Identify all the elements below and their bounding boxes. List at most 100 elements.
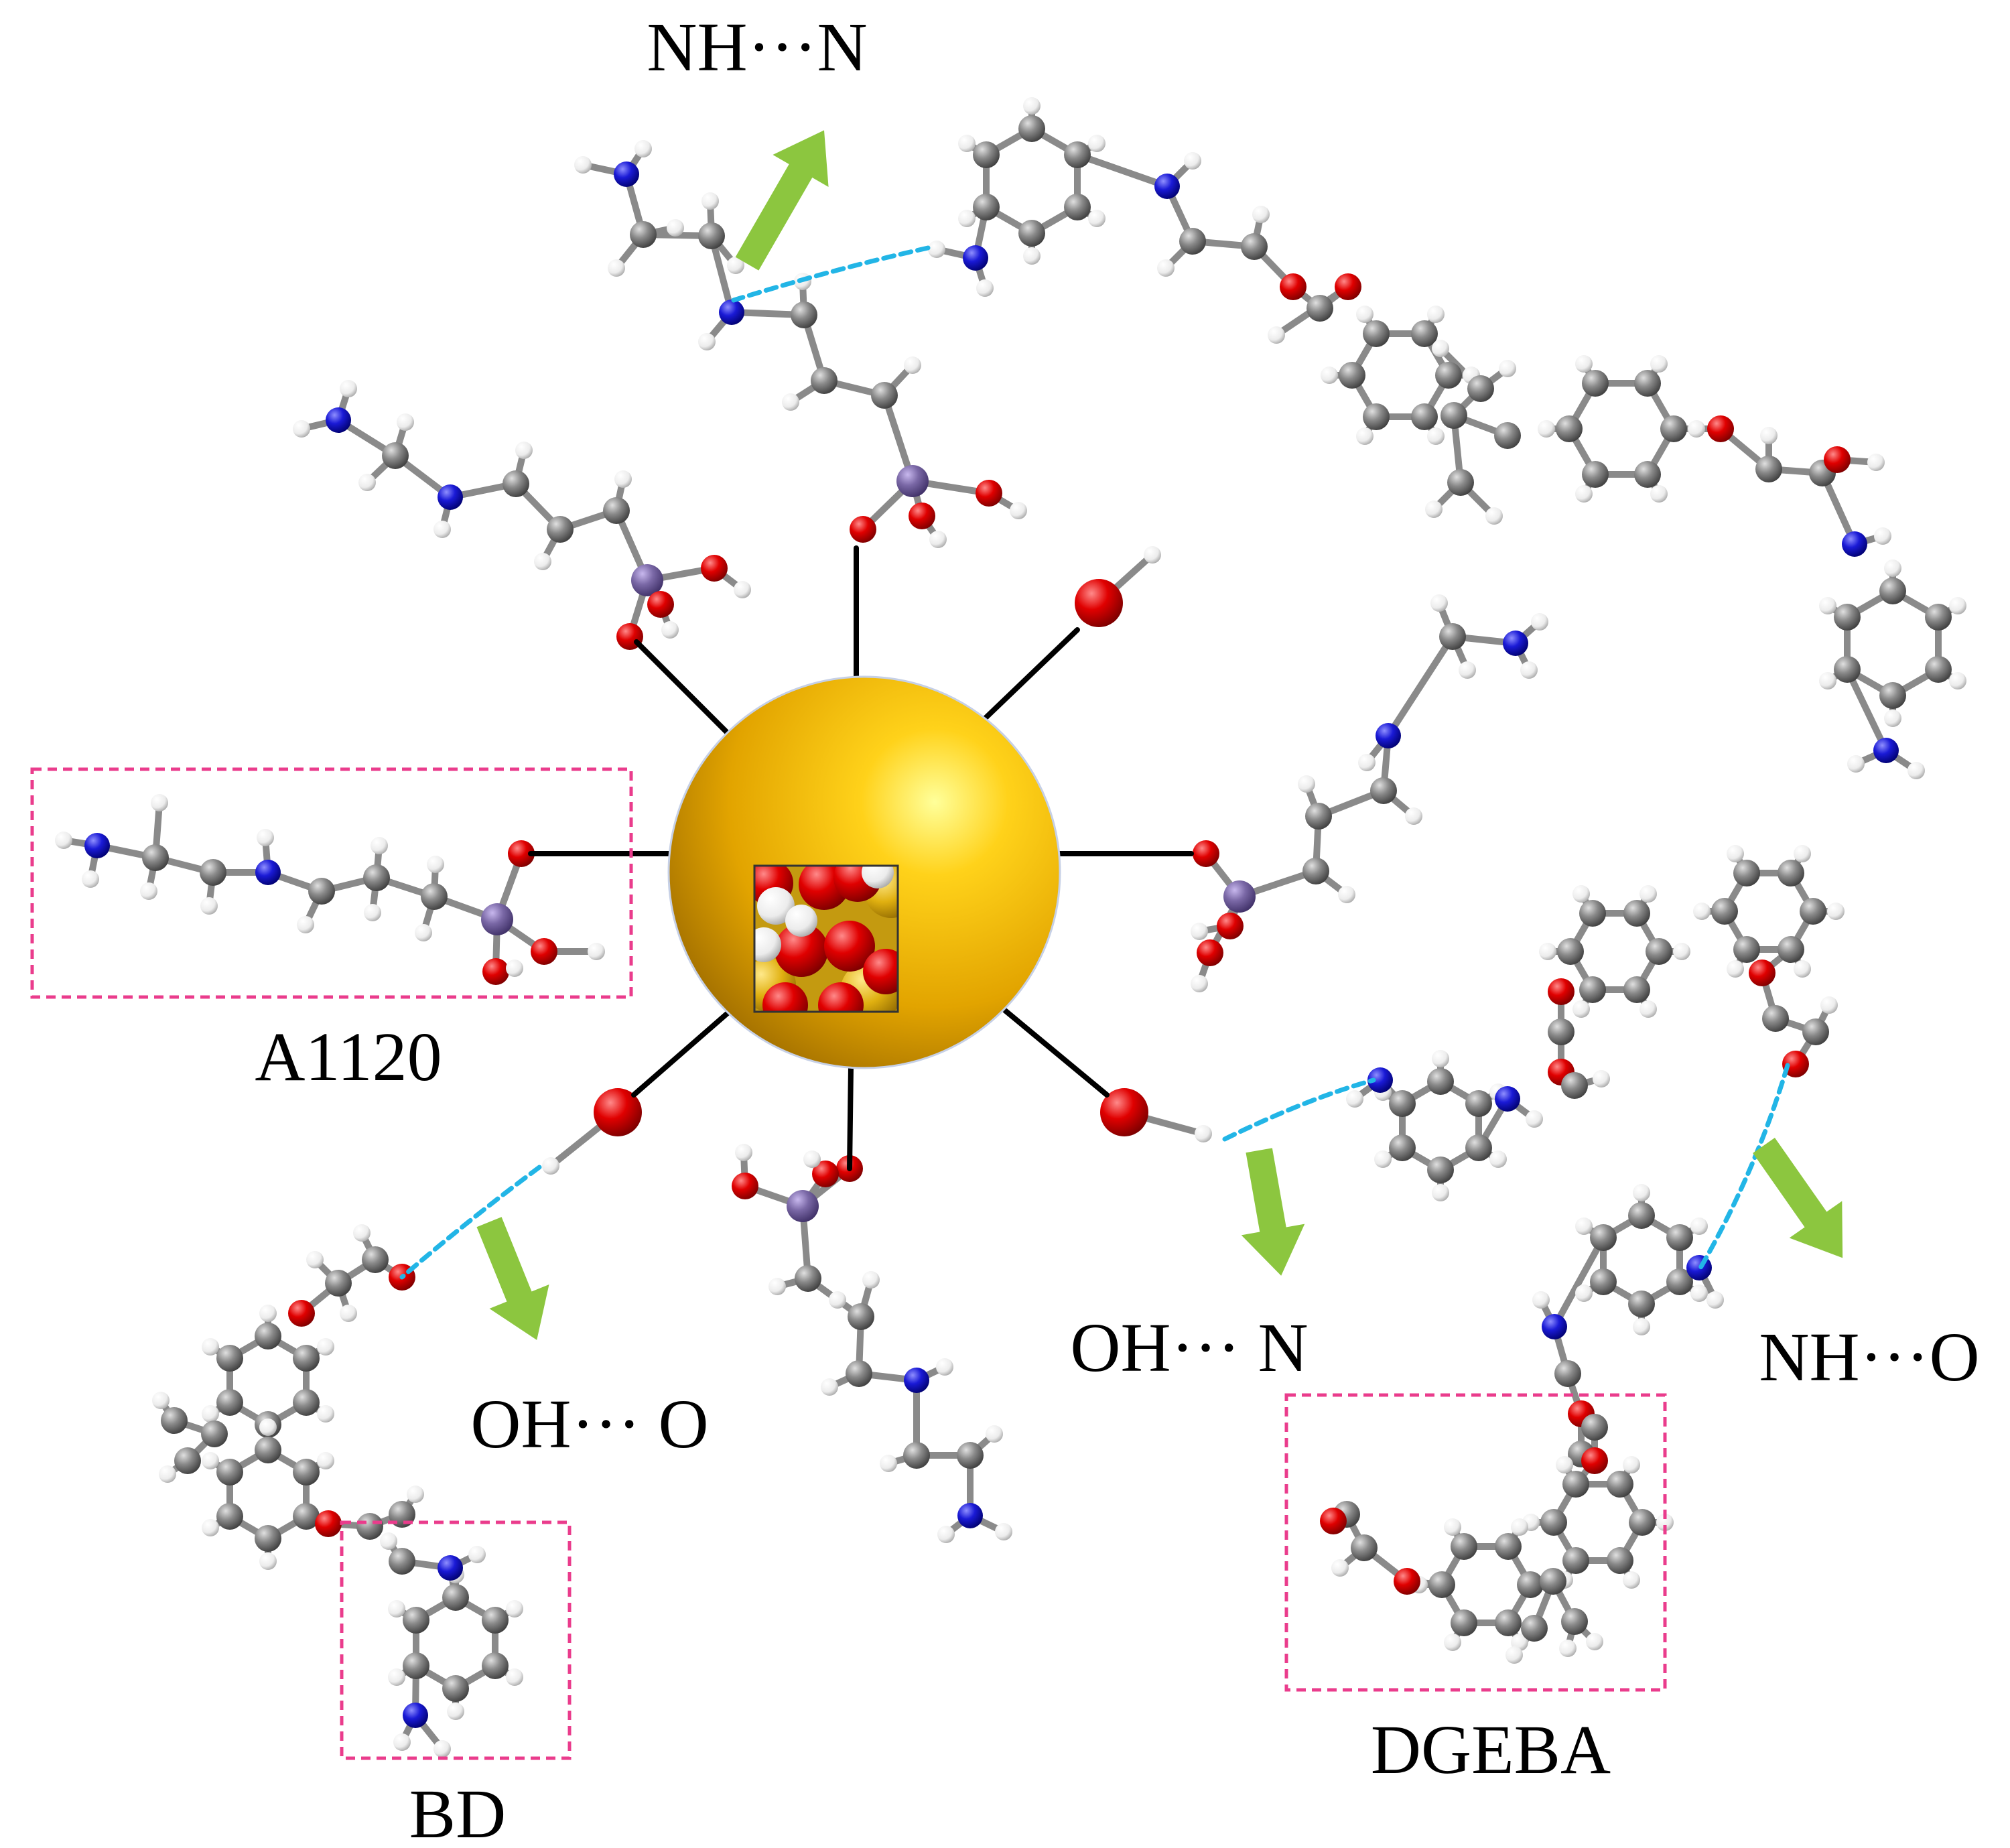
- carbon-atom: [1590, 1268, 1617, 1295]
- hydrogen-atom: [1949, 597, 1966, 614]
- hydrogen-atom: [667, 219, 684, 237]
- hydrogen-atom: [1867, 454, 1885, 471]
- carbon-atom: [1540, 1568, 1566, 1595]
- carbon-atom: [293, 1459, 320, 1486]
- hydrogen-atom: [293, 420, 310, 438]
- oxygen-atom: [1100, 1088, 1148, 1136]
- hydrogen-atom: [1405, 807, 1422, 825]
- carbon-atom: [308, 878, 335, 905]
- hydrogen-atom: [1252, 206, 1270, 223]
- hydrogen-atom: [698, 333, 716, 350]
- dgeba-box: [1284, 1393, 1667, 1692]
- hydrogen-atom: [608, 259, 625, 277]
- silicon-atom: [1223, 880, 1256, 913]
- hydrogen-atom: [200, 897, 218, 915]
- hydrogen-atom: [734, 581, 751, 598]
- carbon-atom: [1451, 1609, 1477, 1636]
- hydrogen-atom: [1633, 1318, 1650, 1335]
- nitrogen-atom: [326, 407, 351, 433]
- hydrogen-atom: [1575, 1217, 1593, 1235]
- hydrogen-atom: [1184, 152, 1201, 170]
- bond: [1385, 633, 1456, 739]
- carbon-atom: [1666, 1268, 1693, 1295]
- hydrogen-atom: [1356, 306, 1374, 323]
- oxygen-atom: [812, 1161, 839, 1187]
- a1120-right: [1191, 594, 1548, 992]
- hydrogen-atom: [821, 1378, 838, 1396]
- label-oh-o: OH··· O: [470, 1386, 708, 1463]
- carbon-atom: [293, 1503, 320, 1530]
- a1120-bottom: [732, 1144, 1012, 1543]
- bond: [1551, 1234, 1607, 1330]
- carbon-atom: [255, 1525, 281, 1552]
- dgeba-top-bridge: [1425, 340, 1521, 525]
- hydrogen-atom: [1559, 1640, 1577, 1657]
- hydrogen-atom: [151, 794, 168, 811]
- hydrogen-atom: [1907, 762, 1925, 779]
- a1120-bottom-bonds: [740, 1149, 1007, 1538]
- carbon-atom: [1548, 1018, 1574, 1045]
- hydrogen-atom: [1157, 259, 1175, 277]
- hydrogen-atom: [1191, 923, 1208, 940]
- nitrogen-atom: [403, 1703, 428, 1728]
- hydrogen-atom: [1444, 1634, 1461, 1651]
- hydrogen-atom: [1639, 1000, 1657, 1018]
- nitrogen-atom: [1873, 738, 1899, 763]
- hydrogen-atom: [82, 870, 99, 888]
- hydrogen-atom: [1356, 427, 1374, 445]
- carbon-atom: [1521, 1615, 1548, 1642]
- hydrogen-atom: [829, 1291, 846, 1309]
- carbon-atom: [421, 883, 448, 910]
- hydrogen-atom: [140, 882, 157, 900]
- curing-agent-right-ring: [1819, 559, 1966, 779]
- carbon-atom: [1540, 1509, 1567, 1536]
- carbon-atom: [1628, 1291, 1655, 1317]
- carbon-atom: [1834, 656, 1861, 683]
- hydrogen-atom: [1650, 485, 1668, 503]
- carbon-atom: [1305, 803, 1332, 830]
- hydrogen-atom: [1874, 527, 1891, 545]
- oxygen-atom: [1707, 415, 1734, 442]
- surface-hydroxyl-lower-left: [542, 1088, 642, 1175]
- hydrogen-atom: [588, 943, 605, 960]
- carbon-atom: [848, 1303, 874, 1330]
- hydrogen-atom: [388, 1600, 405, 1618]
- arrow-nh-o: [1753, 1137, 1843, 1258]
- green-arrows: [476, 130, 1843, 1340]
- carbon-atom: [1634, 461, 1661, 488]
- hydrogen-atom: [1538, 420, 1555, 438]
- carbon-atom: [630, 221, 657, 248]
- dgeba-right-ring-1: [1539, 885, 1690, 1018]
- carbon-atom: [1629, 1509, 1656, 1536]
- hydrogen-atom: [574, 156, 592, 174]
- carbon-atom: [957, 1442, 984, 1469]
- hydrogen-atom: [1847, 755, 1865, 773]
- oxygen-atom: [1217, 913, 1244, 939]
- hydrogen-atom: [1088, 210, 1106, 227]
- hydrogen-atom: [1358, 754, 1376, 771]
- hydrogen-atom: [958, 135, 976, 152]
- hydrogen-atom: [1727, 960, 1744, 978]
- hydrogen-atom: [782, 393, 799, 411]
- particle-tethers: [528, 545, 1194, 1171]
- label-dgeba: DGEBA: [1371, 1711, 1611, 1788]
- nitrogen-atom: [1503, 631, 1528, 656]
- carbon-atom: [1179, 228, 1206, 255]
- oxygen-atom: [1193, 840, 1219, 867]
- hydrogen-atom: [202, 1338, 219, 1356]
- hbond-nh-n: [731, 245, 931, 303]
- hydrogen-bonds: [399, 245, 1790, 1280]
- curing-agent-lower-ring: [1532, 1184, 1724, 1467]
- oxygen-atom: [976, 480, 1002, 507]
- carbon-atom: [1517, 1571, 1544, 1598]
- carbon-atom: [356, 1513, 383, 1540]
- hydrogen-atom: [257, 829, 274, 846]
- hydrogen-atom: [937, 1526, 955, 1543]
- nitrogen-atom: [614, 161, 639, 187]
- bd-box: [340, 1520, 572, 1760]
- oxygen-atom: [1075, 579, 1123, 627]
- carbon-atom: [698, 222, 725, 249]
- silicon-atom: [896, 465, 929, 497]
- hydrogen-atom: [415, 924, 432, 941]
- hydrogen-atom: [1023, 247, 1041, 265]
